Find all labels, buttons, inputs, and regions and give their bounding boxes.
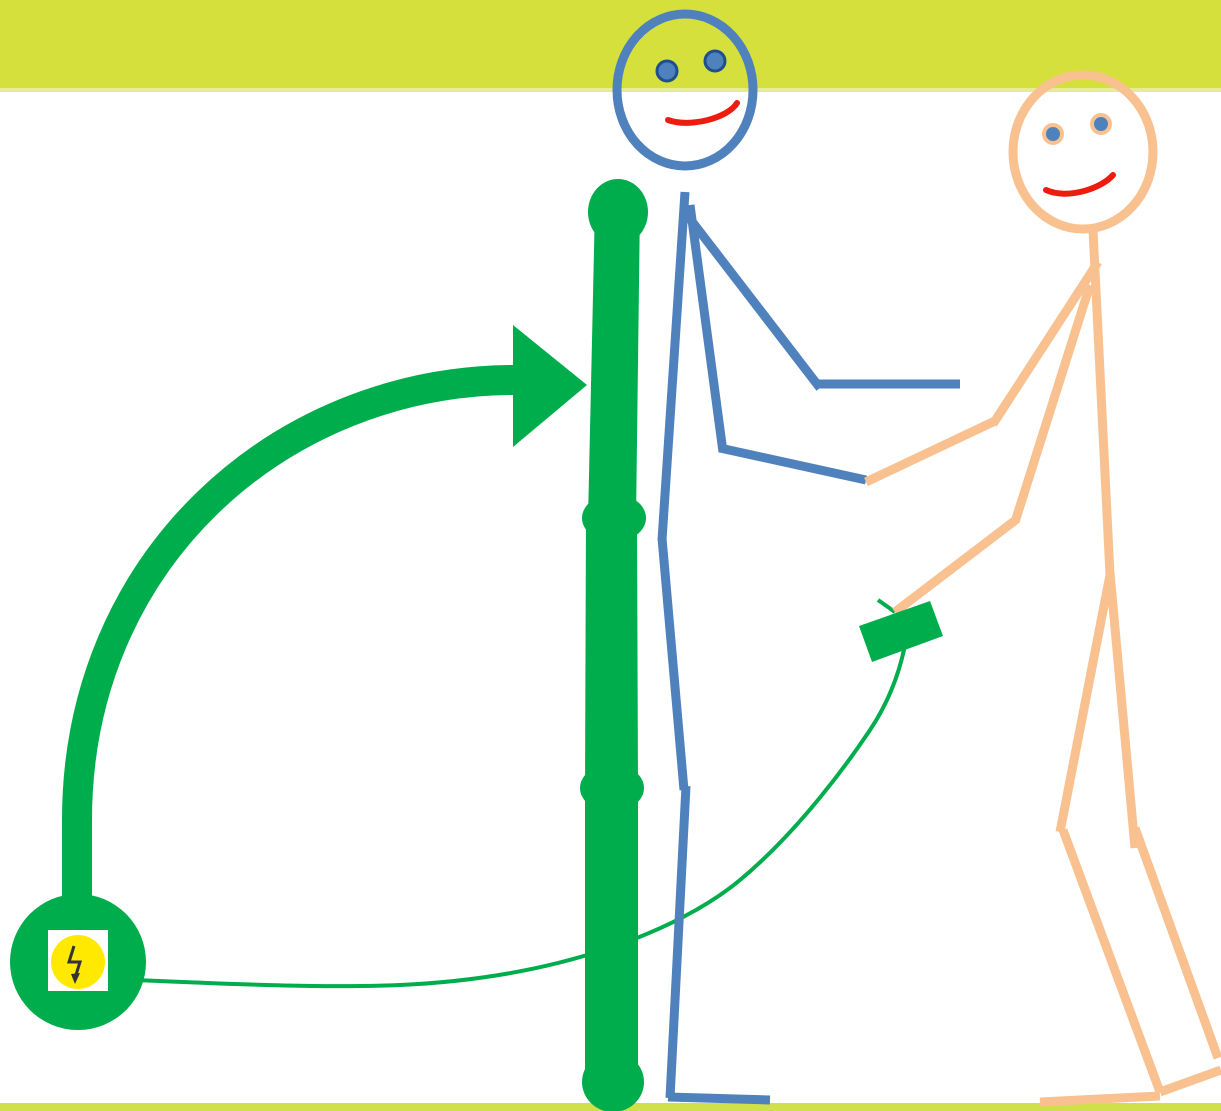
blue-shin [670, 786, 686, 1098]
peach-head [1013, 75, 1153, 229]
pole-joint-1 [582, 494, 646, 542]
peach-arm-upper [993, 262, 1098, 424]
blue-torso [662, 192, 685, 540]
clamp-wire-tip [878, 600, 895, 612]
peach-front-foot [1160, 1070, 1221, 1092]
peach-mouth [1046, 175, 1113, 194]
peach-neck-torso [1093, 230, 1110, 575]
top-band [0, 0, 1221, 90]
cable [135, 645, 905, 986]
blue-forearm-lower [720, 448, 866, 480]
pole-middle-segment [585, 515, 638, 790]
blue-foot [668, 1097, 770, 1100]
blue-mouth [668, 103, 737, 123]
stick-figure-blue [617, 14, 960, 1100]
blue-thigh [662, 538, 684, 790]
stick-figure-peach [866, 75, 1221, 1102]
peach-forearm-upper [866, 421, 995, 482]
pole-upper-segment [588, 205, 640, 520]
power-source [10, 894, 146, 1030]
grounding-pole [580, 179, 648, 1111]
peach-forearm-lower [895, 519, 1017, 612]
blue-eye-right [705, 51, 725, 71]
pole-lower-segment [585, 785, 638, 1085]
pole-bottom-cap [582, 1052, 644, 1111]
pole-joint-2 [580, 764, 644, 812]
pole-top-cap [588, 179, 648, 245]
peach-eye-left [1044, 125, 1062, 143]
peach-arm-lower [1015, 285, 1090, 522]
peach-eye-right [1092, 115, 1110, 133]
curved-arrow-head [513, 325, 587, 447]
peach-back-thigh [1060, 575, 1110, 832]
curved-arrow-shaft [77, 380, 515, 900]
peach-torso-lower [1110, 573, 1135, 848]
curved-arrow [77, 325, 587, 900]
peach-face [1044, 115, 1113, 194]
peach-front-shin [1135, 828, 1218, 1058]
peach-back-foot [1040, 1096, 1160, 1102]
blue-eye-left [657, 61, 677, 81]
